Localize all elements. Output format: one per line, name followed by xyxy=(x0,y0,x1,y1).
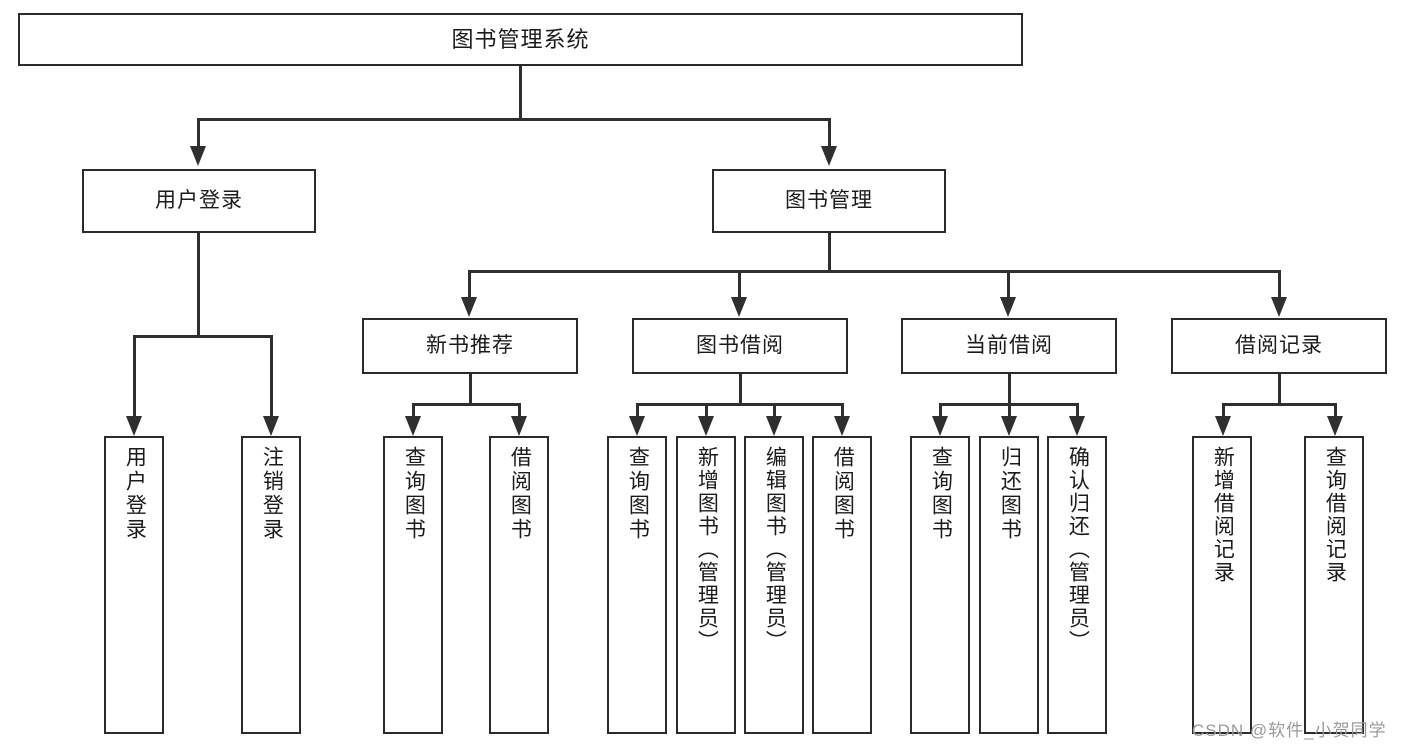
leaf-current-return-books[interactable]: 归还图书 xyxy=(979,436,1039,734)
node-label: 查询图书 xyxy=(929,446,953,542)
connector-current-to-leaf-3 xyxy=(1076,403,1079,416)
leaf-borrow-borrow-books[interactable]: 借阅图书 xyxy=(812,436,872,734)
leaf-user-login-signout[interactable]: 注销登录 xyxy=(241,436,301,734)
arrowhead-bookmgmt-to-lvl3-1 xyxy=(461,297,477,317)
leaf-borrow-add-book-admin[interactable]: 新增图书（管理员） xyxy=(676,436,736,734)
connector-bookmgmt-stem xyxy=(828,233,831,270)
connector-bookmgmt-to-lvl3-3 xyxy=(1007,270,1010,297)
node-label: 新书推荐 xyxy=(426,333,514,357)
connector-bookmgmt-bar xyxy=(468,270,1280,273)
connector-bookmgmt-to-lvl3-2 xyxy=(738,270,741,297)
arrowhead-root-to-login xyxy=(190,146,206,166)
leaf-record-query-record[interactable]: 查询借阅记录 xyxy=(1304,436,1364,734)
node-user-login[interactable]: 用户登录 xyxy=(82,169,316,233)
node-label: 图书借阅 xyxy=(696,333,784,357)
arrowhead-recommend-to-leaf-2 xyxy=(511,416,527,436)
node-label: 用户登录 xyxy=(123,446,147,542)
arrowhead-borrow-to-leaf-1 xyxy=(629,416,645,436)
node-label: 确认归还（管理员） xyxy=(1066,446,1090,653)
leaf-recommend-query-books[interactable]: 查询图书 xyxy=(383,436,443,734)
connector-root-bar xyxy=(197,118,831,121)
node-label: 查询借阅记录 xyxy=(1323,446,1347,584)
arrowhead-login-to-leaf-1 xyxy=(126,416,142,436)
connector-current-stem xyxy=(1008,374,1011,403)
connector-record-to-leaf-1 xyxy=(1222,403,1225,416)
connector-borrow-to-leaf-3 xyxy=(773,403,776,416)
node-label: 当前借阅 xyxy=(965,333,1053,357)
node-label: 用户登录 xyxy=(155,188,243,212)
leaf-borrow-query-books[interactable]: 查询图书 xyxy=(607,436,667,734)
leaf-borrow-edit-book-admin[interactable]: 编辑图书（管理员） xyxy=(744,436,804,734)
node-label: 图书管理 xyxy=(785,188,873,212)
connector-borrow-bar xyxy=(636,403,844,406)
node-label: 归还图书 xyxy=(998,446,1022,542)
arrowhead-borrow-to-leaf-2 xyxy=(698,416,714,436)
connector-borrow-to-leaf-1 xyxy=(636,403,639,416)
node-label: 编辑图书（管理员） xyxy=(763,446,787,653)
connector-recommend-to-leaf-1 xyxy=(412,403,415,416)
node-label: 查询图书 xyxy=(626,446,650,542)
arrowhead-root-to-bookmgmt xyxy=(821,146,837,166)
connector-login-to-leaf-1 xyxy=(133,335,136,416)
connector-root-stem xyxy=(519,66,522,118)
leaf-current-query-books[interactable]: 查询图书 xyxy=(910,436,970,734)
connector-record-stem xyxy=(1278,374,1281,403)
arrowhead-record-to-leaf-1 xyxy=(1215,416,1231,436)
connector-current-to-leaf-2 xyxy=(1008,403,1011,416)
connector-root-to-login xyxy=(197,118,200,146)
node-label: 借阅图书 xyxy=(508,446,532,542)
arrowhead-record-to-leaf-2 xyxy=(1327,416,1343,436)
arrowhead-borrow-to-leaf-3 xyxy=(766,416,782,436)
connector-recommend-bar xyxy=(412,403,521,406)
connector-borrow-to-leaf-2 xyxy=(705,403,708,416)
connector-login-to-leaf-2 xyxy=(270,335,273,416)
leaf-current-confirm-return-admin[interactable]: 确认归还（管理员） xyxy=(1047,436,1107,734)
connector-recommend-stem xyxy=(469,374,472,403)
node-label: 借阅记录 xyxy=(1235,333,1323,357)
arrowhead-login-to-leaf-2 xyxy=(263,416,279,436)
arrowhead-bookmgmt-to-lvl3-4 xyxy=(1271,297,1287,317)
connector-record-to-leaf-2 xyxy=(1334,403,1337,416)
connector-root-to-bookmgmt xyxy=(828,118,831,146)
node-label: 新增借阅记录 xyxy=(1211,446,1235,584)
connector-borrow-to-leaf-4 xyxy=(841,403,844,416)
csdn-watermark: CSDN @软件_小贺同学 xyxy=(1192,721,1387,740)
node-book-management[interactable]: 图书管理 xyxy=(712,169,946,233)
node-label: 查询图书 xyxy=(402,446,426,542)
node-label: 注销登录 xyxy=(260,446,284,542)
node-current-borrow[interactable]: 当前借阅 xyxy=(901,318,1117,374)
leaf-recommend-borrow-books[interactable]: 借阅图书 xyxy=(489,436,549,734)
connector-record-bar xyxy=(1222,403,1336,406)
connector-login-bar xyxy=(133,335,272,338)
node-label: 借阅图书 xyxy=(831,446,855,542)
leaf-user-login-signin[interactable]: 用户登录 xyxy=(104,436,164,734)
arrowhead-borrow-to-leaf-4 xyxy=(834,416,850,436)
connector-login-stem xyxy=(197,233,200,335)
node-label: 图书管理系统 xyxy=(451,26,590,52)
arrowhead-current-to-leaf-2 xyxy=(1001,416,1017,436)
node-root-system[interactable]: 图书管理系统 xyxy=(18,13,1023,66)
arrowhead-recommend-to-leaf-1 xyxy=(405,416,421,436)
arrowhead-bookmgmt-to-lvl3-3 xyxy=(1000,297,1016,317)
connector-recommend-to-leaf-2 xyxy=(518,403,521,416)
arrowhead-current-to-leaf-1 xyxy=(932,416,948,436)
node-book-borrow[interactable]: 图书借阅 xyxy=(632,318,848,374)
node-label: 新增图书（管理员） xyxy=(695,446,719,653)
connector-current-to-leaf-1 xyxy=(939,403,942,416)
connector-bookmgmt-to-lvl3-4 xyxy=(1278,270,1281,297)
connector-bookmgmt-to-lvl3-1 xyxy=(468,270,471,297)
arrowhead-bookmgmt-to-lvl3-2 xyxy=(731,297,747,317)
arrowhead-current-to-leaf-3 xyxy=(1069,416,1085,436)
connector-borrow-stem xyxy=(739,374,742,403)
leaf-record-add-record[interactable]: 新增借阅记录 xyxy=(1192,436,1252,734)
node-new-book-recommend[interactable]: 新书推荐 xyxy=(362,318,578,374)
node-borrow-record[interactable]: 借阅记录 xyxy=(1171,318,1387,374)
